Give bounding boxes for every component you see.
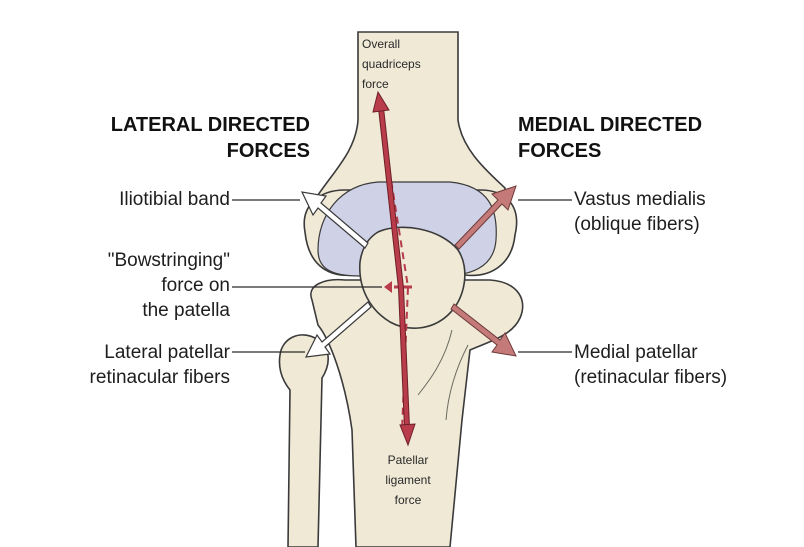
bowstringing-label: "Bowstringing" force on the patella: [107, 250, 230, 321]
iliotibial-label: Iliotibial band: [119, 189, 230, 210]
medial-patellar-label: Medial patellar (retinacular fibers): [574, 342, 728, 388]
medial-heading: MEDIAL DIRECTED FORCES: [518, 114, 703, 162]
iliotibial-arrow: [300, 191, 369, 249]
quadriceps-force-label: Overall quadriceps force: [362, 37, 421, 91]
quadriceps-force-arrow: [372, 90, 404, 289]
tibia-bone: [310, 278, 524, 547]
medial-patellar-arrow: [450, 303, 517, 357]
fibula-bone: [278, 334, 329, 547]
vastus-medialis-arrow: [454, 185, 517, 250]
patella: [359, 226, 466, 329]
lateral-retinacular-arrow: [304, 301, 372, 358]
patellar-ligament-force-arrow: [398, 287, 416, 447]
lateral-retinacular-label: Lateral patellar retinacular fibers: [89, 342, 230, 388]
patellar-ligament-label: Patellar ligament force: [385, 453, 431, 507]
tibia-detail-line-2: [445, 344, 469, 421]
tibia-detail-line: [417, 329, 453, 396]
vastus-medialis-label: Vastus medialis (oblique fibers): [574, 189, 706, 235]
lateral-heading: LATERAL DIRECTED FORCES: [110, 114, 310, 162]
